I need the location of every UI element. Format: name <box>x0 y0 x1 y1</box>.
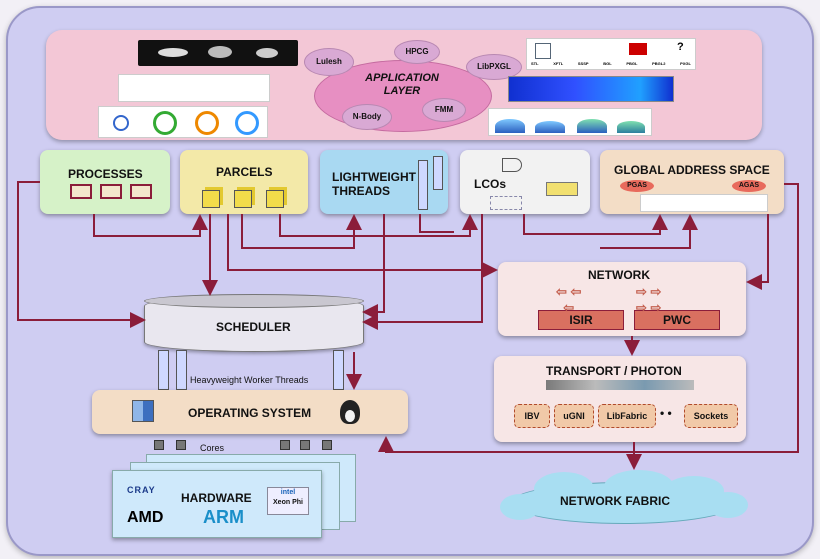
hardware-label: HARDWARE <box>181 491 252 505</box>
rings-image <box>98 106 268 138</box>
cores-label: Cores <box>200 443 225 453</box>
arrow-lcos-to-gas-2 <box>600 214 698 249</box>
bubble-hpcg: HPCG <box>394 40 440 64</box>
arrow-gas-to-network <box>746 214 769 290</box>
bubble-libpxgl: LibPXGL <box>466 54 522 80</box>
finder-icon <box>132 400 154 422</box>
thumb-label-sssp: SSSP <box>577 61 589 66</box>
tux-icon <box>340 400 360 424</box>
arrow-processes-to-parcels <box>93 214 208 237</box>
lco-diagram-icon <box>546 182 578 196</box>
parcels-label: PARCELS <box>216 165 273 179</box>
core-square-3 <box>280 440 290 450</box>
core-square-2 <box>176 440 186 450</box>
libfabric-button: LibFabric <box>598 404 656 428</box>
parcels-box: PARCELS <box>180 150 308 214</box>
arrow-lcos-to-scheduler <box>362 214 483 330</box>
grid-image <box>118 74 270 102</box>
ibv-button: IBV <box>514 404 550 428</box>
arrow-lightweight-to-scheduler <box>362 214 385 320</box>
cray-logo: CRAY <box>127 485 156 495</box>
bubble-fmm: FMM <box>422 98 466 122</box>
ugni-button: uGNI <box>554 404 594 428</box>
core-square-4 <box>300 440 310 450</box>
bubble-lulesh: Lulesh <box>304 48 354 76</box>
pgas-badge: PGAS <box>620 180 654 192</box>
more-dots: • • <box>660 406 672 420</box>
arm-logo: ARM <box>203 507 244 527</box>
network-box: NETWORK ISIR PWC ⇦ ⇦ ⇦ ⇨ ⇨⇨ ⇨ <box>498 262 746 336</box>
thumb-label-bgl: BGL <box>603 61 612 66</box>
isir-button: ISIR <box>538 310 624 330</box>
network-label: NETWORK <box>588 268 650 282</box>
operating-system-box: OPERATING SYSTEM <box>92 390 408 434</box>
heavy-thread-icon-2 <box>176 350 187 390</box>
core-square-5 <box>322 440 332 450</box>
left-arrows-icon: ⇦ ⇦ ⇦ <box>556 284 582 315</box>
thumb-label-stl: STL <box>531 61 539 66</box>
thread-icon-1 <box>418 160 428 210</box>
library-thumbs: STL XFTL SSSP BGL PBGL PBGL2 PXGL ? <box>526 38 696 70</box>
pwc-button: PWC <box>634 310 720 330</box>
heavyweight-threads-label: Heavyweight Worker Threads <box>190 375 309 385</box>
processes-label: PROCESSES <box>68 167 143 181</box>
network-fabric-label: NETWORK FABRIC <box>560 494 670 508</box>
thumb-label-pbgl2: PBGL2 <box>652 61 666 66</box>
arrow-processes-to-scheduler <box>17 181 146 328</box>
arrow-parcels-to-lightweight <box>241 214 362 249</box>
agas-badge: AGAS <box>732 180 766 192</box>
transport-box: TRANSPORT / PHOTON IBV uGNI LibFabric • … <box>494 356 746 442</box>
thumb-label-pbgl: PBGL <box>626 61 638 66</box>
thumb-label-pxgl: PXGL <box>680 61 691 66</box>
parcel-cube-2 <box>234 190 252 208</box>
bubble-nbody: N-Body <box>342 104 392 130</box>
parcel-cube-1 <box>202 190 220 208</box>
arrow-lightweight-self <box>419 214 454 233</box>
arrow-lcos-to-gas <box>523 214 668 235</box>
right-arrows-icon: ⇨ ⇨⇨ ⇨ <box>636 284 662 315</box>
core-square-1 <box>154 440 164 450</box>
processes-box: PROCESSES <box>40 150 170 214</box>
thread-icon-2 <box>433 156 443 190</box>
galaxy-image <box>138 40 298 66</box>
address-space-diagram <box>640 194 768 212</box>
process-square-2 <box>100 184 122 199</box>
global-address-space-box: GLOBAL ADDRESS SPACE PGAS AGAS <box>600 150 784 214</box>
thumb-label-xftl: XFTL <box>553 61 564 66</box>
parcel-cube-3 <box>266 190 284 208</box>
heatmap-image <box>508 76 674 102</box>
amd-logo: AMD <box>127 509 164 526</box>
lcos-label: LCOs <box>474 177 507 191</box>
lco-graph-icon <box>490 196 522 210</box>
transport-label: TRANSPORT / PHOTON <box>546 364 682 378</box>
arrow-parcels-to-lcos <box>279 214 478 237</box>
global-address-space-label: GLOBAL ADDRESS SPACE <box>614 163 770 177</box>
operating-system-label: OPERATING SYSTEM <box>188 406 312 420</box>
logic-gate-icon <box>502 158 522 172</box>
sockets-button: Sockets <box>684 404 738 428</box>
process-square-1 <box>70 184 92 199</box>
photon-strip <box>546 380 694 390</box>
arrow-gas-to-os <box>378 183 799 453</box>
heavy-thread-icon-1 <box>158 350 169 390</box>
wave-images <box>488 108 652 136</box>
heavy-thread-icon-3 <box>333 350 344 390</box>
lcos-box: LCOs <box>460 150 590 214</box>
arrow-parcels-to-network <box>227 214 498 278</box>
process-square-3 <box>130 184 152 199</box>
scheduler-top <box>144 294 364 308</box>
network-fabric-cloud <box>494 470 752 530</box>
scheduler-label: SCHEDULER <box>216 320 291 334</box>
